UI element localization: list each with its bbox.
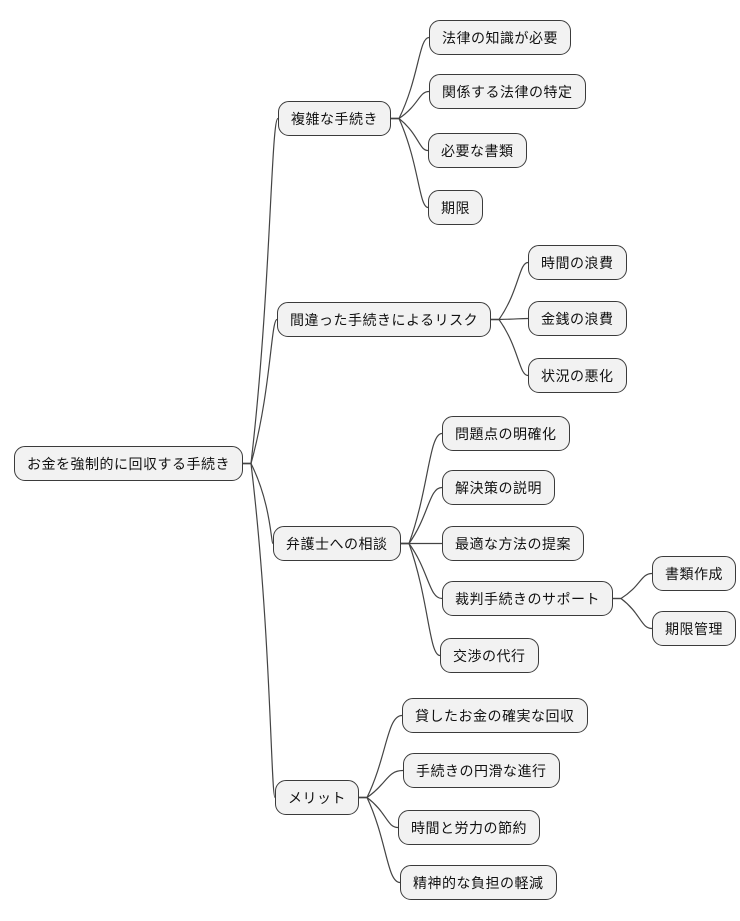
node-worsening-situation: 状況の悪化	[528, 358, 627, 393]
mindmap-edge	[358, 796, 401, 884]
node-negotiation-proxy: 交渉の代行	[440, 638, 539, 673]
node-risks-of-wrong-procedure: 間違った手続きによるリスク	[277, 302, 492, 337]
node-document-preparation: 書類作成	[652, 556, 736, 591]
mindmap-edge	[390, 36, 430, 120]
mindmap-edge	[390, 117, 429, 209]
mindmap-edge	[242, 318, 278, 465]
node-save-time-effort: 時間と労力の節約	[398, 810, 540, 845]
node-complex-procedures: 複雑な手続き	[278, 101, 391, 136]
mindmap-edge	[390, 90, 430, 120]
mindmap-edge	[400, 542, 443, 600]
mindmap-edge	[358, 714, 403, 799]
mindmap-edge	[490, 317, 529, 321]
node-waste-of-money: 金銭の浪費	[528, 301, 627, 336]
mindmap-edge	[358, 769, 404, 799]
node-required-documents: 必要な書類	[428, 133, 527, 168]
node-root-debt-collection-procedure: お金を強制的に回収する手続き	[14, 446, 243, 481]
node-propose-best-method: 最適な方法の提案	[442, 526, 584, 561]
node-identify-relevant-laws: 関係する法律の特定	[429, 74, 586, 109]
node-legal-knowledge-required: 法律の知識が必要	[429, 20, 571, 55]
mindmap-edge	[242, 117, 279, 465]
mindmap-edge	[490, 318, 529, 377]
mindmap-edge	[612, 597, 653, 630]
mindmap-edge	[400, 432, 443, 545]
node-reliable-recovery: 貸したお金の確実な回収	[402, 698, 588, 733]
node-clarify-issues: 問題点の明確化	[442, 416, 570, 451]
mindmap-edge	[242, 462, 276, 799]
node-waste-of-time: 時間の浪費	[528, 245, 627, 280]
mindmap-edge	[242, 462, 274, 545]
mindmap-edge	[490, 261, 529, 321]
mindmap-edge	[390, 117, 429, 152]
node-merits: メリット	[275, 780, 359, 815]
node-deadlines: 期限	[428, 190, 483, 225]
node-deadline-management: 期限管理	[652, 611, 736, 646]
node-smooth-procedure: 手続きの円滑な進行	[403, 753, 560, 788]
mindmap-edge	[358, 796, 399, 829]
node-reduce-mental-burden: 精神的な負担の軽減	[400, 865, 557, 900]
mindmap-edge	[400, 542, 441, 657]
node-court-procedure-support: 裁判手続きのサポート	[442, 581, 613, 616]
mindmap-edge	[400, 486, 443, 545]
node-explain-solutions: 解決策の説明	[442, 470, 555, 505]
mindmap-edge	[612, 572, 653, 600]
node-consult-lawyer: 弁護士への相談	[273, 526, 401, 561]
